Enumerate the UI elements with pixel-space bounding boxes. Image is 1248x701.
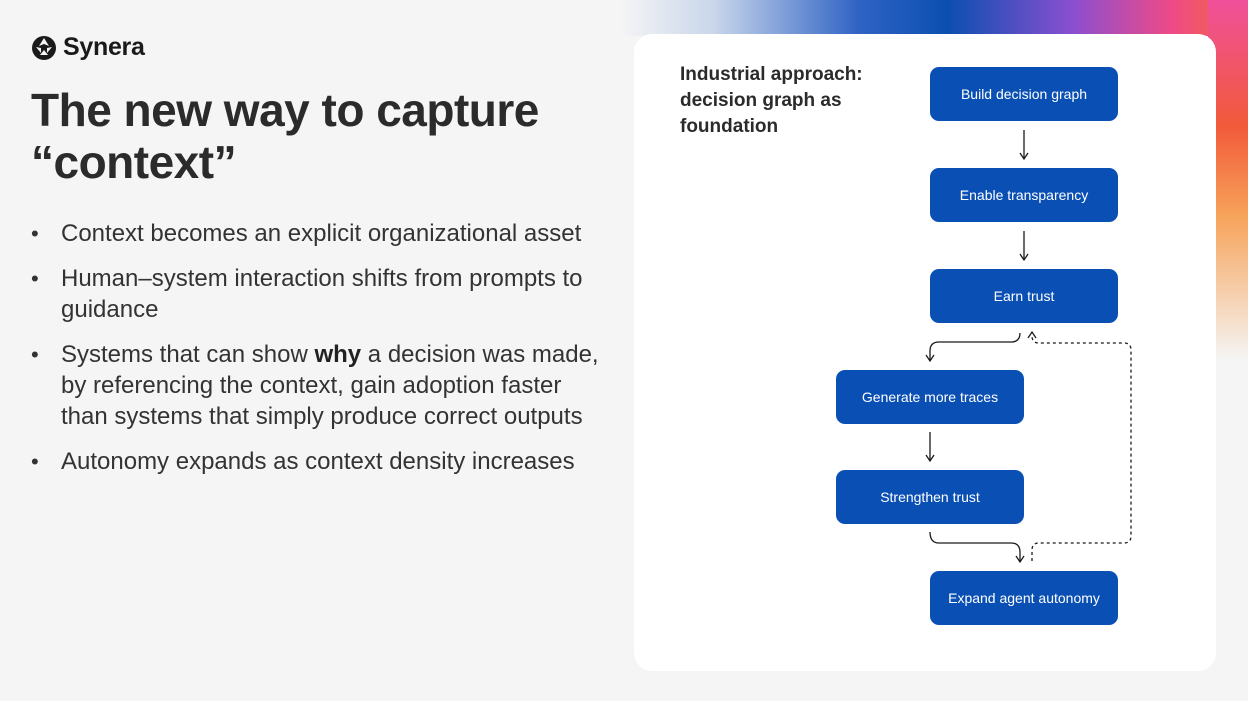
node-expand-agent-autonomy: Expand agent autonomy <box>930 571 1118 625</box>
bullet-item: Autonomy expands as context density incr… <box>31 446 606 477</box>
feedback-loop-dashed-head <box>1027 330 1037 339</box>
bullet-item: Context becomes an explicit organization… <box>31 218 606 249</box>
bullet-text-after: a decision was made, by referencing the … <box>61 341 599 430</box>
bullet-text-before: Systems that can show <box>61 341 315 368</box>
synera-logo-icon <box>32 35 56 60</box>
diagram-card: Industrial approach: decision graph as f… <box>634 34 1216 671</box>
bullet-text: Autonomy expands as context density incr… <box>61 448 575 475</box>
card-heading: Industrial approach: decision graph as f… <box>680 62 890 140</box>
card-heading-line-3: foundation <box>680 116 779 137</box>
bullet-list: Context becomes an explicit organization… <box>31 218 606 491</box>
page-title-line-1: The new way to capture <box>31 84 539 136</box>
arrow-strengthen-to-autonomy-head <box>1015 555 1025 564</box>
node-enable-transparency: Enable transparency <box>930 168 1118 222</box>
arrow-build-to-transparency-head <box>1019 152 1029 161</box>
bullet-item: Human–system interaction shifts from pro… <box>31 263 606 325</box>
page-title: The new way to capture “context” <box>31 84 601 188</box>
node-strengthen-trust: Strengthen trust <box>836 470 1024 524</box>
arrow-trust-to-traces <box>929 332 1021 360</box>
page-title-line-2: “context” <box>31 136 237 188</box>
bullet-text: Human–system interaction shifts from pro… <box>61 265 583 323</box>
node-generate-more-traces: Generate more traces <box>836 370 1024 424</box>
node-build-decision-graph: Build decision graph <box>930 67 1118 121</box>
bullet-text: Context becomes an explicit organization… <box>61 220 582 247</box>
card-heading-line-2: decision graph as <box>680 90 842 111</box>
brand-name: Synera <box>63 33 145 61</box>
arrow-traces-to-strengthen-head <box>925 454 935 463</box>
header-gradient-bar <box>620 0 1248 36</box>
card-heading-line-1: Industrial approach: <box>680 64 863 85</box>
flow-connectors <box>925 130 1132 564</box>
node-earn-trust: Earn trust <box>930 269 1118 323</box>
arrow-trust-to-traces-head <box>925 354 935 363</box>
bullet-item: Systems that can show why a decision was… <box>31 339 606 432</box>
arrow-strengthen-to-autonomy <box>929 531 1021 561</box>
brand-logo: Synera <box>31 33 145 62</box>
arrow-transparency-to-trust-head <box>1019 253 1029 262</box>
bullet-text-emphasis: why <box>314 341 362 368</box>
feedback-loop-dashed <box>1031 335 1132 561</box>
